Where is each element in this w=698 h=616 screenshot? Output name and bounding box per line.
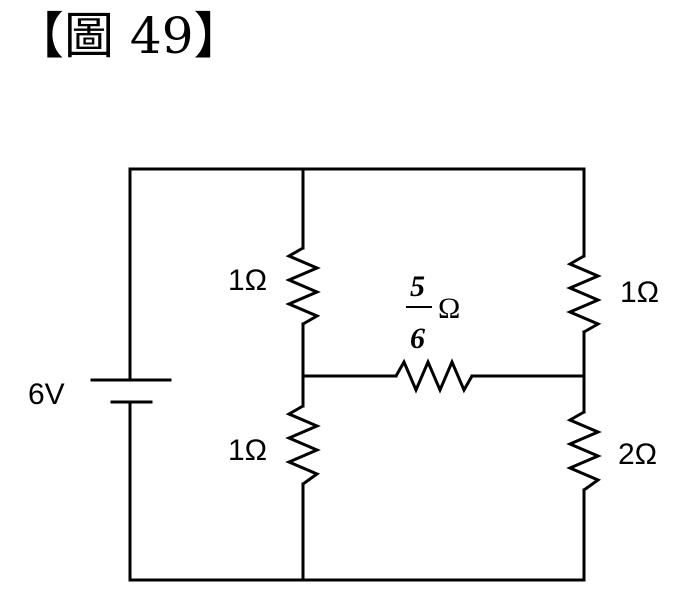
battery-symbol <box>90 378 172 404</box>
resistor-top-left-label: 1Ω <box>228 264 267 297</box>
resistor-top-left <box>285 246 321 326</box>
resistor-middle <box>394 358 474 394</box>
resistor-top-right <box>566 254 602 334</box>
battery-label: 6V <box>28 378 65 411</box>
resistor-middle-label: 5 6 Ω <box>406 270 460 355</box>
fraction-numerator: 5 <box>410 270 425 303</box>
resistor-top-right-label: 1Ω <box>620 276 659 309</box>
resistor-bottom-left-label: 1Ω <box>228 434 267 467</box>
resistor-bottom-right <box>566 410 602 492</box>
figure-title: 【圖 49】 <box>14 7 244 65</box>
resistor-bottom-right-label: 2Ω <box>618 438 657 471</box>
fraction-denominator: 6 <box>410 322 425 355</box>
resistor-bottom-left <box>285 404 321 486</box>
fraction-unit: Ω <box>438 292 460 325</box>
